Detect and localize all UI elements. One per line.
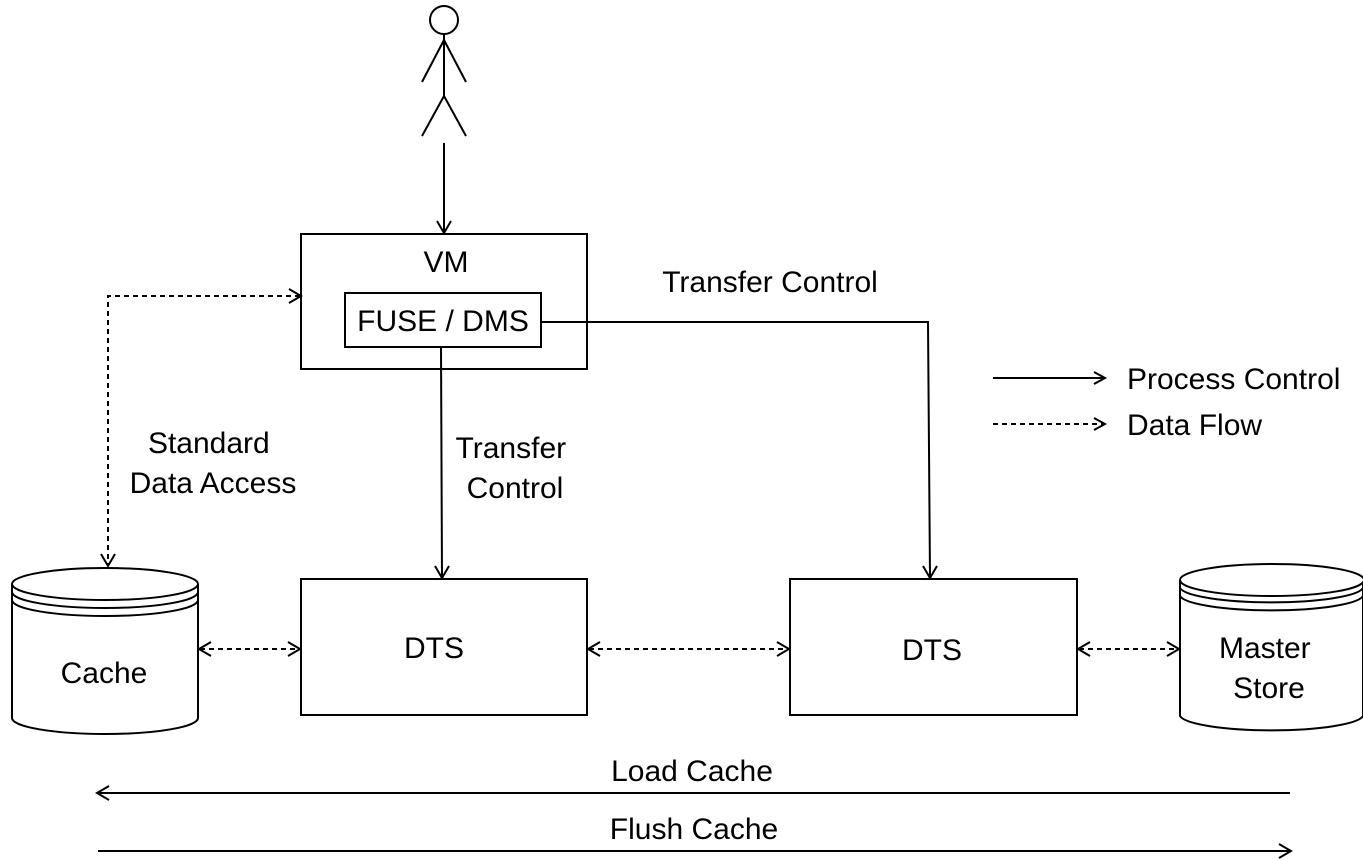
cache-dts-data-flow-arrow <box>197 641 302 657</box>
user-actor-icon <box>421 5 467 137</box>
standard-data-access-line-2: Data Access <box>130 467 297 500</box>
flush-cache-label: Flush Cache <box>610 813 778 846</box>
master-store-line-2: Store <box>1233 672 1305 705</box>
legend-data-flow-label: Data Flow <box>1127 409 1262 442</box>
database-cylinder-icon <box>11 567 199 735</box>
load-cache-label: Load Cache <box>611 755 773 788</box>
vm-node: VM FUSE / DMS <box>300 233 588 370</box>
standard-data-access-label: Standard Data Access <box>130 427 297 500</box>
transfer-control-right-arrow <box>541 321 938 580</box>
legend-process-control-label: Process Control <box>1127 363 1340 396</box>
dts-right-node: DTS <box>789 578 1078 716</box>
legend: Process Control Data Flow <box>993 363 1340 442</box>
cache-label: Cache <box>61 657 148 690</box>
database-cylinder-icon <box>1179 563 1363 732</box>
legend-process-control: Process Control <box>993 363 1340 396</box>
transfer-control-top-label: Transfer Control <box>662 266 878 299</box>
fuse-dms-label: FUSE / DMS <box>357 305 529 338</box>
transfer-control-mid-line-1: Transfer <box>456 432 567 465</box>
flush-cache-arrow <box>98 843 1293 859</box>
dts-dts-data-flow-arrow <box>586 641 791 657</box>
legend-data-flow: Data Flow <box>993 409 1262 442</box>
dts-master-data-flow-arrow <box>1076 641 1181 657</box>
master-store-label: Master Store <box>1219 632 1319 705</box>
transfer-control-mid-label: Transfer Control <box>456 432 575 505</box>
master-store-database: Master Store <box>1179 563 1363 732</box>
standard-data-access-arrow <box>100 288 303 568</box>
vm-label: VM <box>424 246 469 279</box>
standard-data-access-line-1: Standard <box>148 427 270 460</box>
fuse-dms-node: FUSE / DMS <box>344 292 542 348</box>
dts-right-label: DTS <box>902 634 962 667</box>
dts-left-label: DTS <box>404 632 464 665</box>
dts-left-node: DTS <box>300 578 588 716</box>
master-store-line-1: Master <box>1219 632 1311 665</box>
user-to-vm-arrow <box>436 143 452 235</box>
load-cache-arrow <box>95 785 1290 801</box>
transfer-control-left-arrow <box>434 347 450 580</box>
cache-database: Cache <box>11 567 199 735</box>
transfer-control-mid-line-2: Control <box>467 472 564 505</box>
